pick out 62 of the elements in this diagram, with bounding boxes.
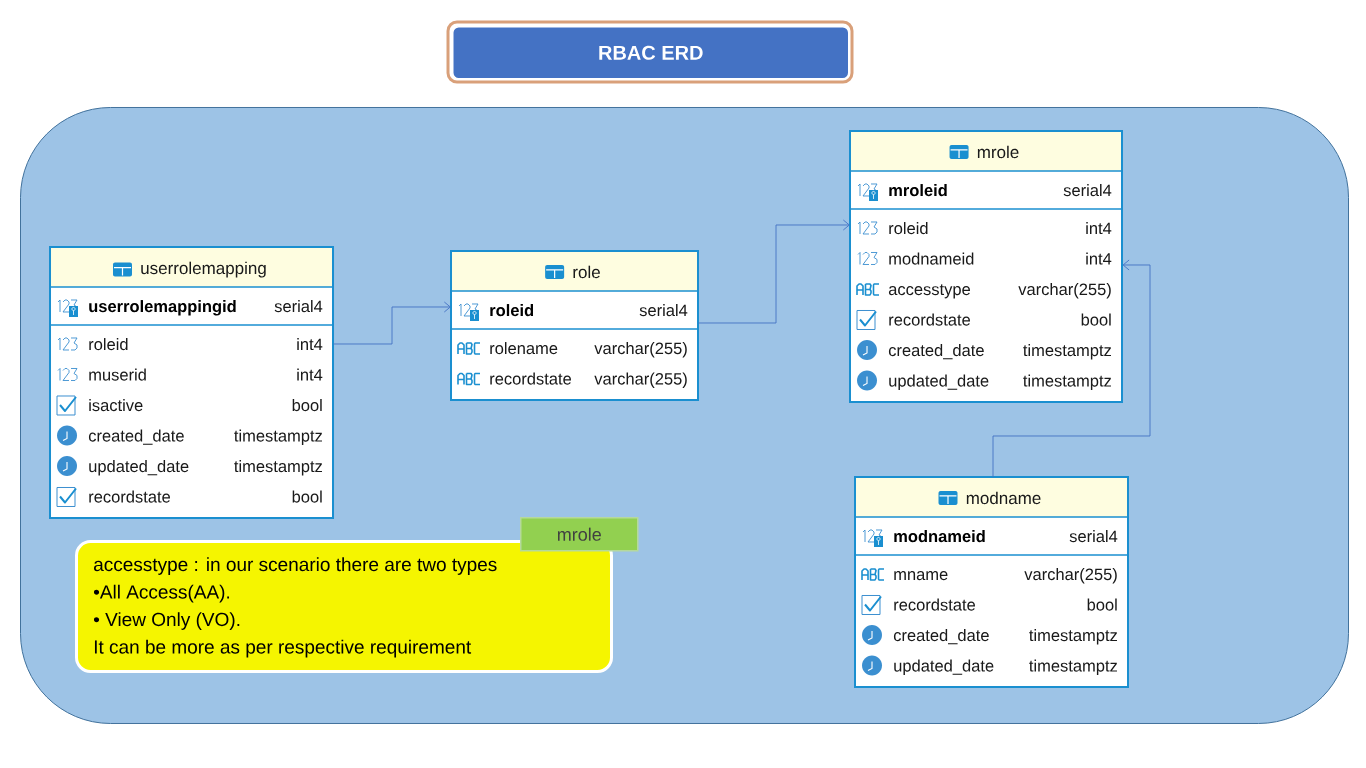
field-type: bool bbox=[1087, 598, 1117, 611]
note-box bbox=[75, 540, 613, 673]
field-name: updated_date bbox=[894, 659, 994, 675]
key-field-name: roleid bbox=[490, 304, 534, 317]
field-type: int4 bbox=[297, 338, 323, 351]
field-type: timestamptz bbox=[1023, 374, 1111, 390]
field-name: updated_date bbox=[889, 374, 989, 390]
field-type: int4 bbox=[1086, 222, 1112, 235]
field-name: recordstate bbox=[889, 313, 970, 326]
field-name: modnameid bbox=[889, 252, 974, 265]
key-field-name: mroleid bbox=[889, 184, 947, 197]
field-name: roleid bbox=[889, 222, 928, 235]
field-name: roleid bbox=[89, 338, 128, 351]
field-type: bool bbox=[292, 399, 322, 412]
note-text: •All Access(AA). bbox=[93, 584, 229, 603]
field-type: int4 bbox=[297, 368, 323, 381]
field-type: bool bbox=[1081, 313, 1111, 326]
field-type: serial4 bbox=[274, 300, 323, 313]
field-type: int4 bbox=[1086, 252, 1112, 265]
table-title: userrolemapping bbox=[141, 261, 266, 278]
table-box bbox=[49, 246, 334, 519]
connector-arrow bbox=[332, 301, 451, 345]
field-name: recordstate bbox=[894, 598, 975, 611]
field-type: varchar(255) bbox=[594, 372, 687, 388]
title-banner: RBAC ERD bbox=[446, 20, 854, 84]
field-type: varchar(255) bbox=[1024, 568, 1117, 584]
field-type: timestamptz bbox=[1029, 629, 1117, 645]
field-type: varchar(255) bbox=[594, 342, 687, 358]
field-name: created_date bbox=[88, 429, 184, 445]
field-name: rolename bbox=[490, 342, 558, 355]
note-text: • View Only (VO). bbox=[93, 612, 240, 630]
field-name: created_date bbox=[888, 344, 984, 360]
key-field-name: userrolemappingid bbox=[89, 300, 236, 316]
table-box bbox=[849, 130, 1123, 403]
field-type: serial4 bbox=[639, 304, 688, 317]
field-type: varchar(255) bbox=[1018, 283, 1111, 299]
tab-label: mrole bbox=[520, 517, 639, 552]
table-title: role bbox=[573, 265, 600, 279]
field-type: timestamptz bbox=[1029, 659, 1117, 675]
field-name: mname bbox=[894, 571, 948, 581]
table-box bbox=[854, 476, 1129, 688]
note-text: accesstype : in our scenario there are two types bbox=[94, 557, 497, 575]
connector-arrow bbox=[697, 219, 850, 324]
field-type: timestamptz bbox=[234, 460, 322, 476]
field-name: created_date bbox=[893, 629, 989, 645]
field-name: recordstate bbox=[490, 372, 571, 385]
field-name: recordstate bbox=[89, 490, 170, 503]
table-title: mrole bbox=[977, 145, 1019, 159]
field-name: muserid bbox=[89, 368, 146, 381]
field-type: serial4 bbox=[1069, 530, 1118, 543]
note-text: It can be more as per respective requirement bbox=[94, 639, 472, 658]
field-type: timestamptz bbox=[234, 429, 322, 445]
field-type: timestamptz bbox=[1023, 344, 1111, 360]
key-field-name: modnameid bbox=[894, 530, 985, 543]
field-name: accesstype bbox=[888, 284, 970, 299]
field-name: isactive bbox=[89, 399, 143, 412]
field-type: bool bbox=[292, 490, 322, 503]
table-box bbox=[450, 250, 699, 401]
field-type: serial4 bbox=[1063, 184, 1112, 197]
connector-arrow bbox=[992, 259, 1151, 478]
field-name: updated_date bbox=[89, 460, 189, 476]
table-title: modname bbox=[966, 491, 1041, 505]
